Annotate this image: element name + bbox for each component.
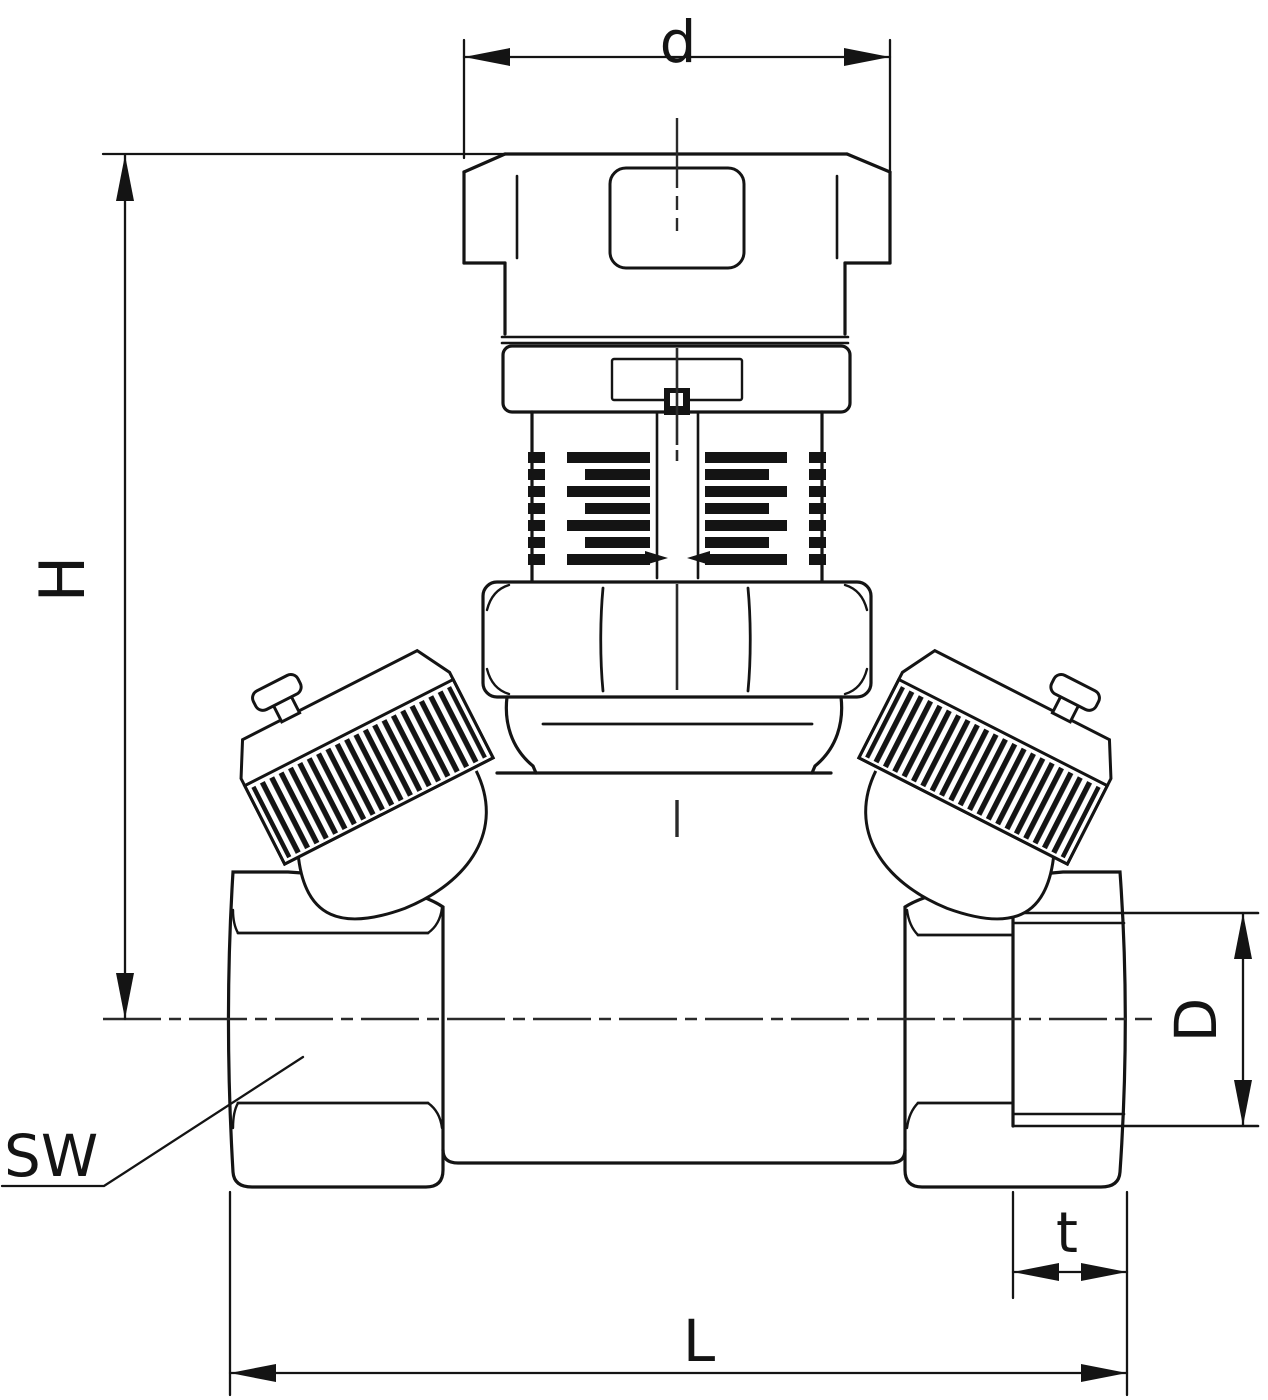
label-D: D [1162, 998, 1230, 1043]
label-H: H [26, 556, 99, 603]
thread-bars [528, 452, 826, 565]
dimension-labels: d H SW D t L [4, 8, 1230, 1375]
neck [495, 695, 844, 775]
label-SW: SW [4, 1122, 98, 1190]
label-L: L [683, 1307, 715, 1375]
label-t: t [1056, 1201, 1078, 1266]
dimensions [0, 38, 1252, 1397]
left-hex-end [226, 870, 445, 1189]
dimension-SW [0, 1055, 305, 1188]
spindle-thread [528, 410, 826, 584]
label-d: d [660, 8, 697, 76]
dimension-L [228, 1190, 1129, 1397]
dimension-D [1234, 911, 1252, 1128]
barrel-bottom [441, 1148, 907, 1165]
hand-cap [462, 152, 892, 345]
valve-body [226, 152, 1260, 1189]
centerlines [103, 118, 1152, 1021]
dimension-H [101, 152, 507, 1021]
dimension-d [462, 38, 892, 172]
dimension-t [1011, 1190, 1129, 1397]
